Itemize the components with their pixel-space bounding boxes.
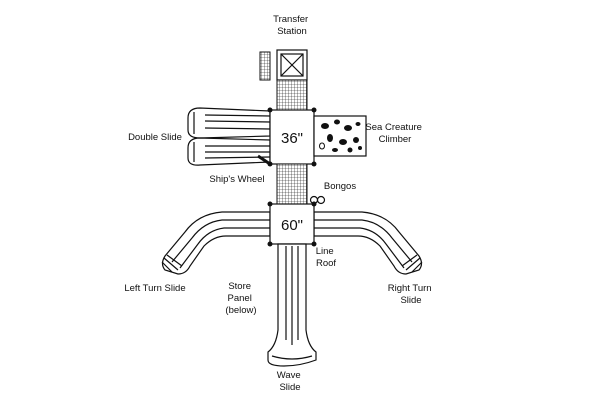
lower-deck: 60": [267, 201, 317, 247]
sea-creature-climber: [313, 115, 367, 157]
upper-ramp: [276, 79, 308, 111]
label-bongos: Bongos: [324, 181, 356, 192]
label-left-turn-slide: Left Turn Slide: [124, 283, 185, 294]
label-line-roof: Line Roof: [316, 246, 337, 269]
transfer-station: [259, 49, 308, 81]
wave-slide: [267, 243, 317, 367]
middle-stair: [276, 163, 308, 205]
label-sea-creature-climber: Sea Creature Climber: [365, 122, 424, 145]
lower-deck-height: 60": [281, 217, 303, 234]
upper-deck: 36": [267, 107, 317, 167]
label-right-turn-slide: Right Turn Slide: [388, 283, 434, 306]
label-ships-wheel: Ship's Wheel: [209, 174, 264, 185]
upper-deck-height: 36": [281, 130, 303, 147]
left-turn-slide: [161, 211, 271, 275]
bongos: [309, 195, 326, 205]
right-turn-slide: [313, 211, 423, 275]
label-transfer-station: Transfer Station: [273, 14, 311, 37]
label-double-slide: Double Slide: [128, 132, 182, 143]
label-wave-slide: Wave Slide: [277, 370, 304, 393]
label-store-panel: Store Panel (below): [225, 281, 256, 316]
ships-wheel: [257, 154, 271, 166]
double-slide: [187, 107, 271, 166]
